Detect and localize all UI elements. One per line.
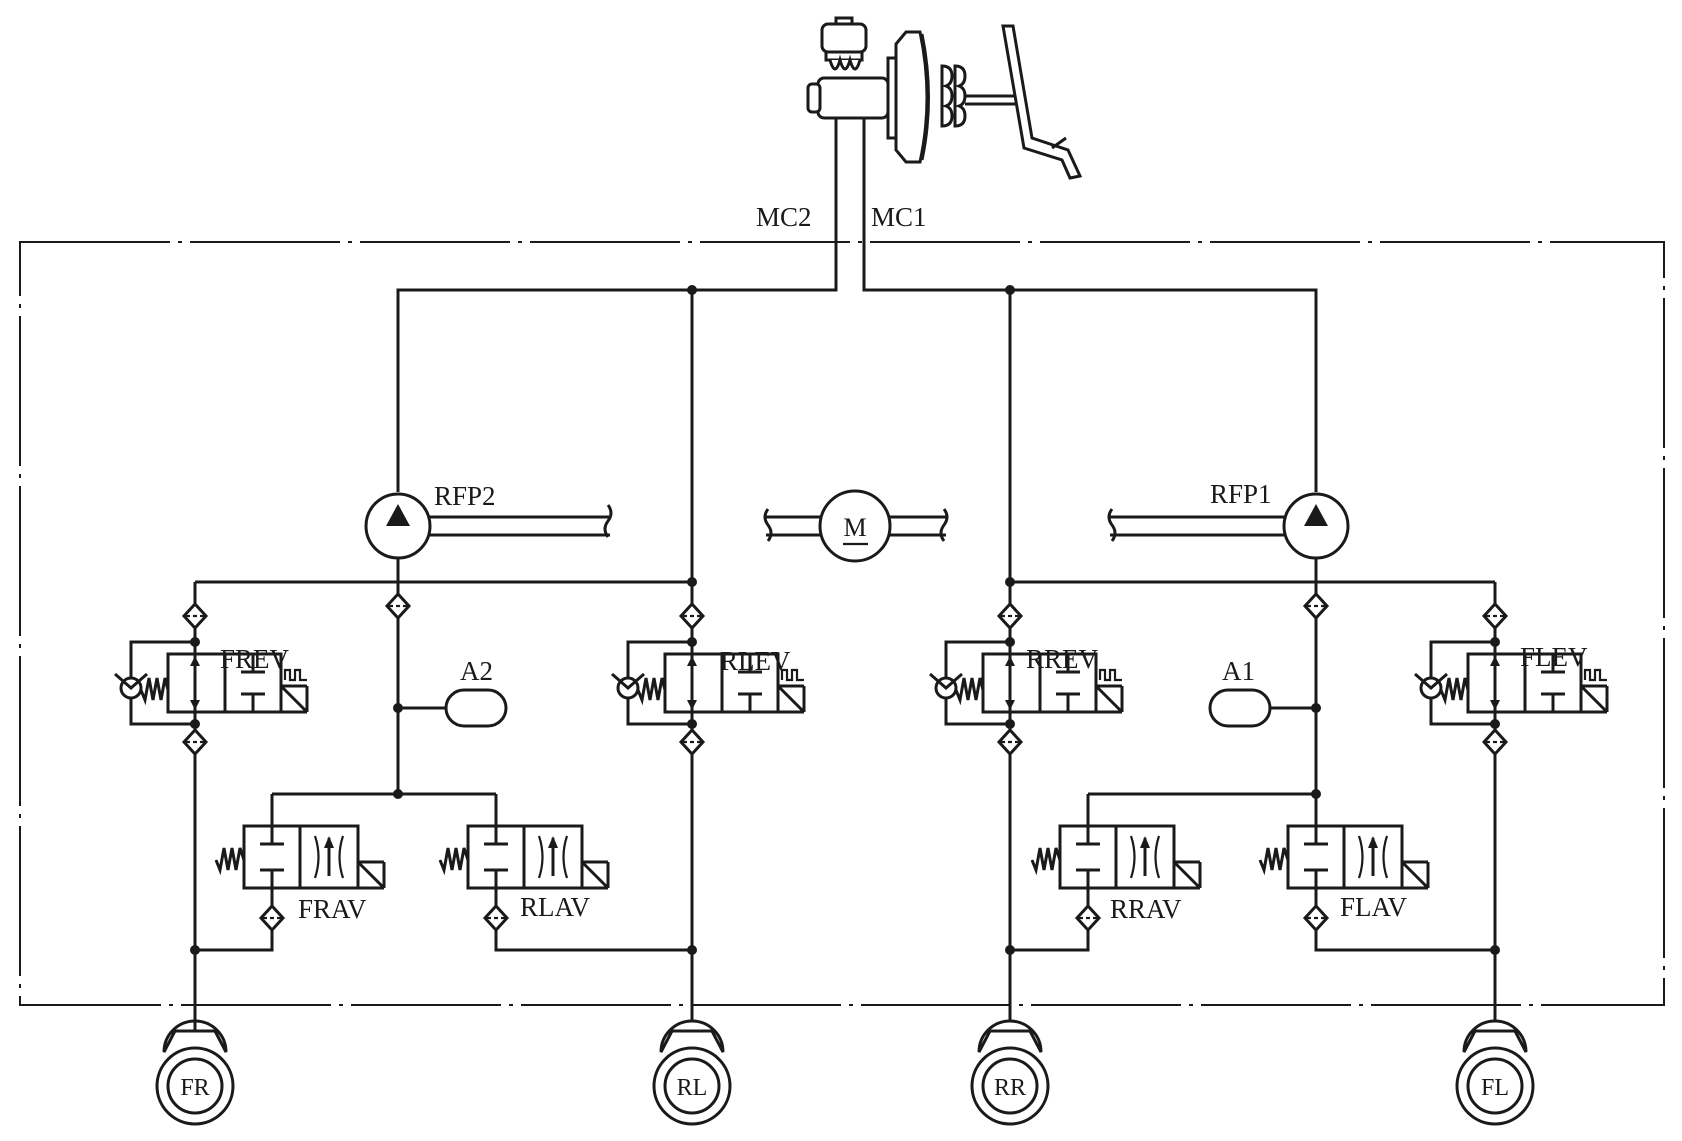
motor-label: M [843, 513, 866, 542]
master-cylinder-booster-icon [806, 16, 1083, 180]
rrav-label: RRAV [1110, 894, 1182, 924]
mc2-label: MC2 [756, 202, 812, 232]
rfp2-label: RFP2 [434, 481, 496, 511]
frev-label: FREV [220, 644, 290, 674]
wheel-rr-label: RR [994, 1075, 1026, 1101]
mc1-label: MC1 [871, 202, 927, 232]
flav-label: FLAV [1340, 892, 1408, 922]
valve-rrev [928, 602, 1124, 756]
frav-label: FRAV [298, 894, 367, 924]
wheel-fr-label: FR [180, 1075, 209, 1101]
valve-rlev [610, 602, 806, 756]
wheel-rl-icon [652, 1019, 732, 1126]
valve-flev [1413, 602, 1609, 756]
wheel-rr-icon [970, 1019, 1050, 1126]
wheel-fl-label: FL [1481, 1075, 1509, 1101]
motor-icon [763, 489, 949, 563]
valve-frev [113, 602, 309, 756]
pump-rfp1 [1282, 492, 1350, 560]
rlev-label: RLEV [720, 646, 791, 676]
flev-label: FLEV [1520, 642, 1588, 672]
a2-label: A2 [460, 656, 493, 686]
pump-rfp2 [364, 492, 432, 560]
hcu-boundary [19, 241, 1665, 1006]
wheel-fl-icon [1455, 1019, 1535, 1126]
wheel-fr-icon [155, 1019, 235, 1126]
rrev-label: RREV [1026, 644, 1099, 674]
wheel-rl-label: RL [677, 1075, 708, 1101]
rfp1-label: RFP1 [1210, 479, 1272, 509]
rlav-label: RLAV [520, 892, 591, 922]
accumulator-a2 [444, 688, 508, 728]
accumulator-a1 [1208, 688, 1272, 728]
a1-label: A1 [1222, 656, 1255, 686]
